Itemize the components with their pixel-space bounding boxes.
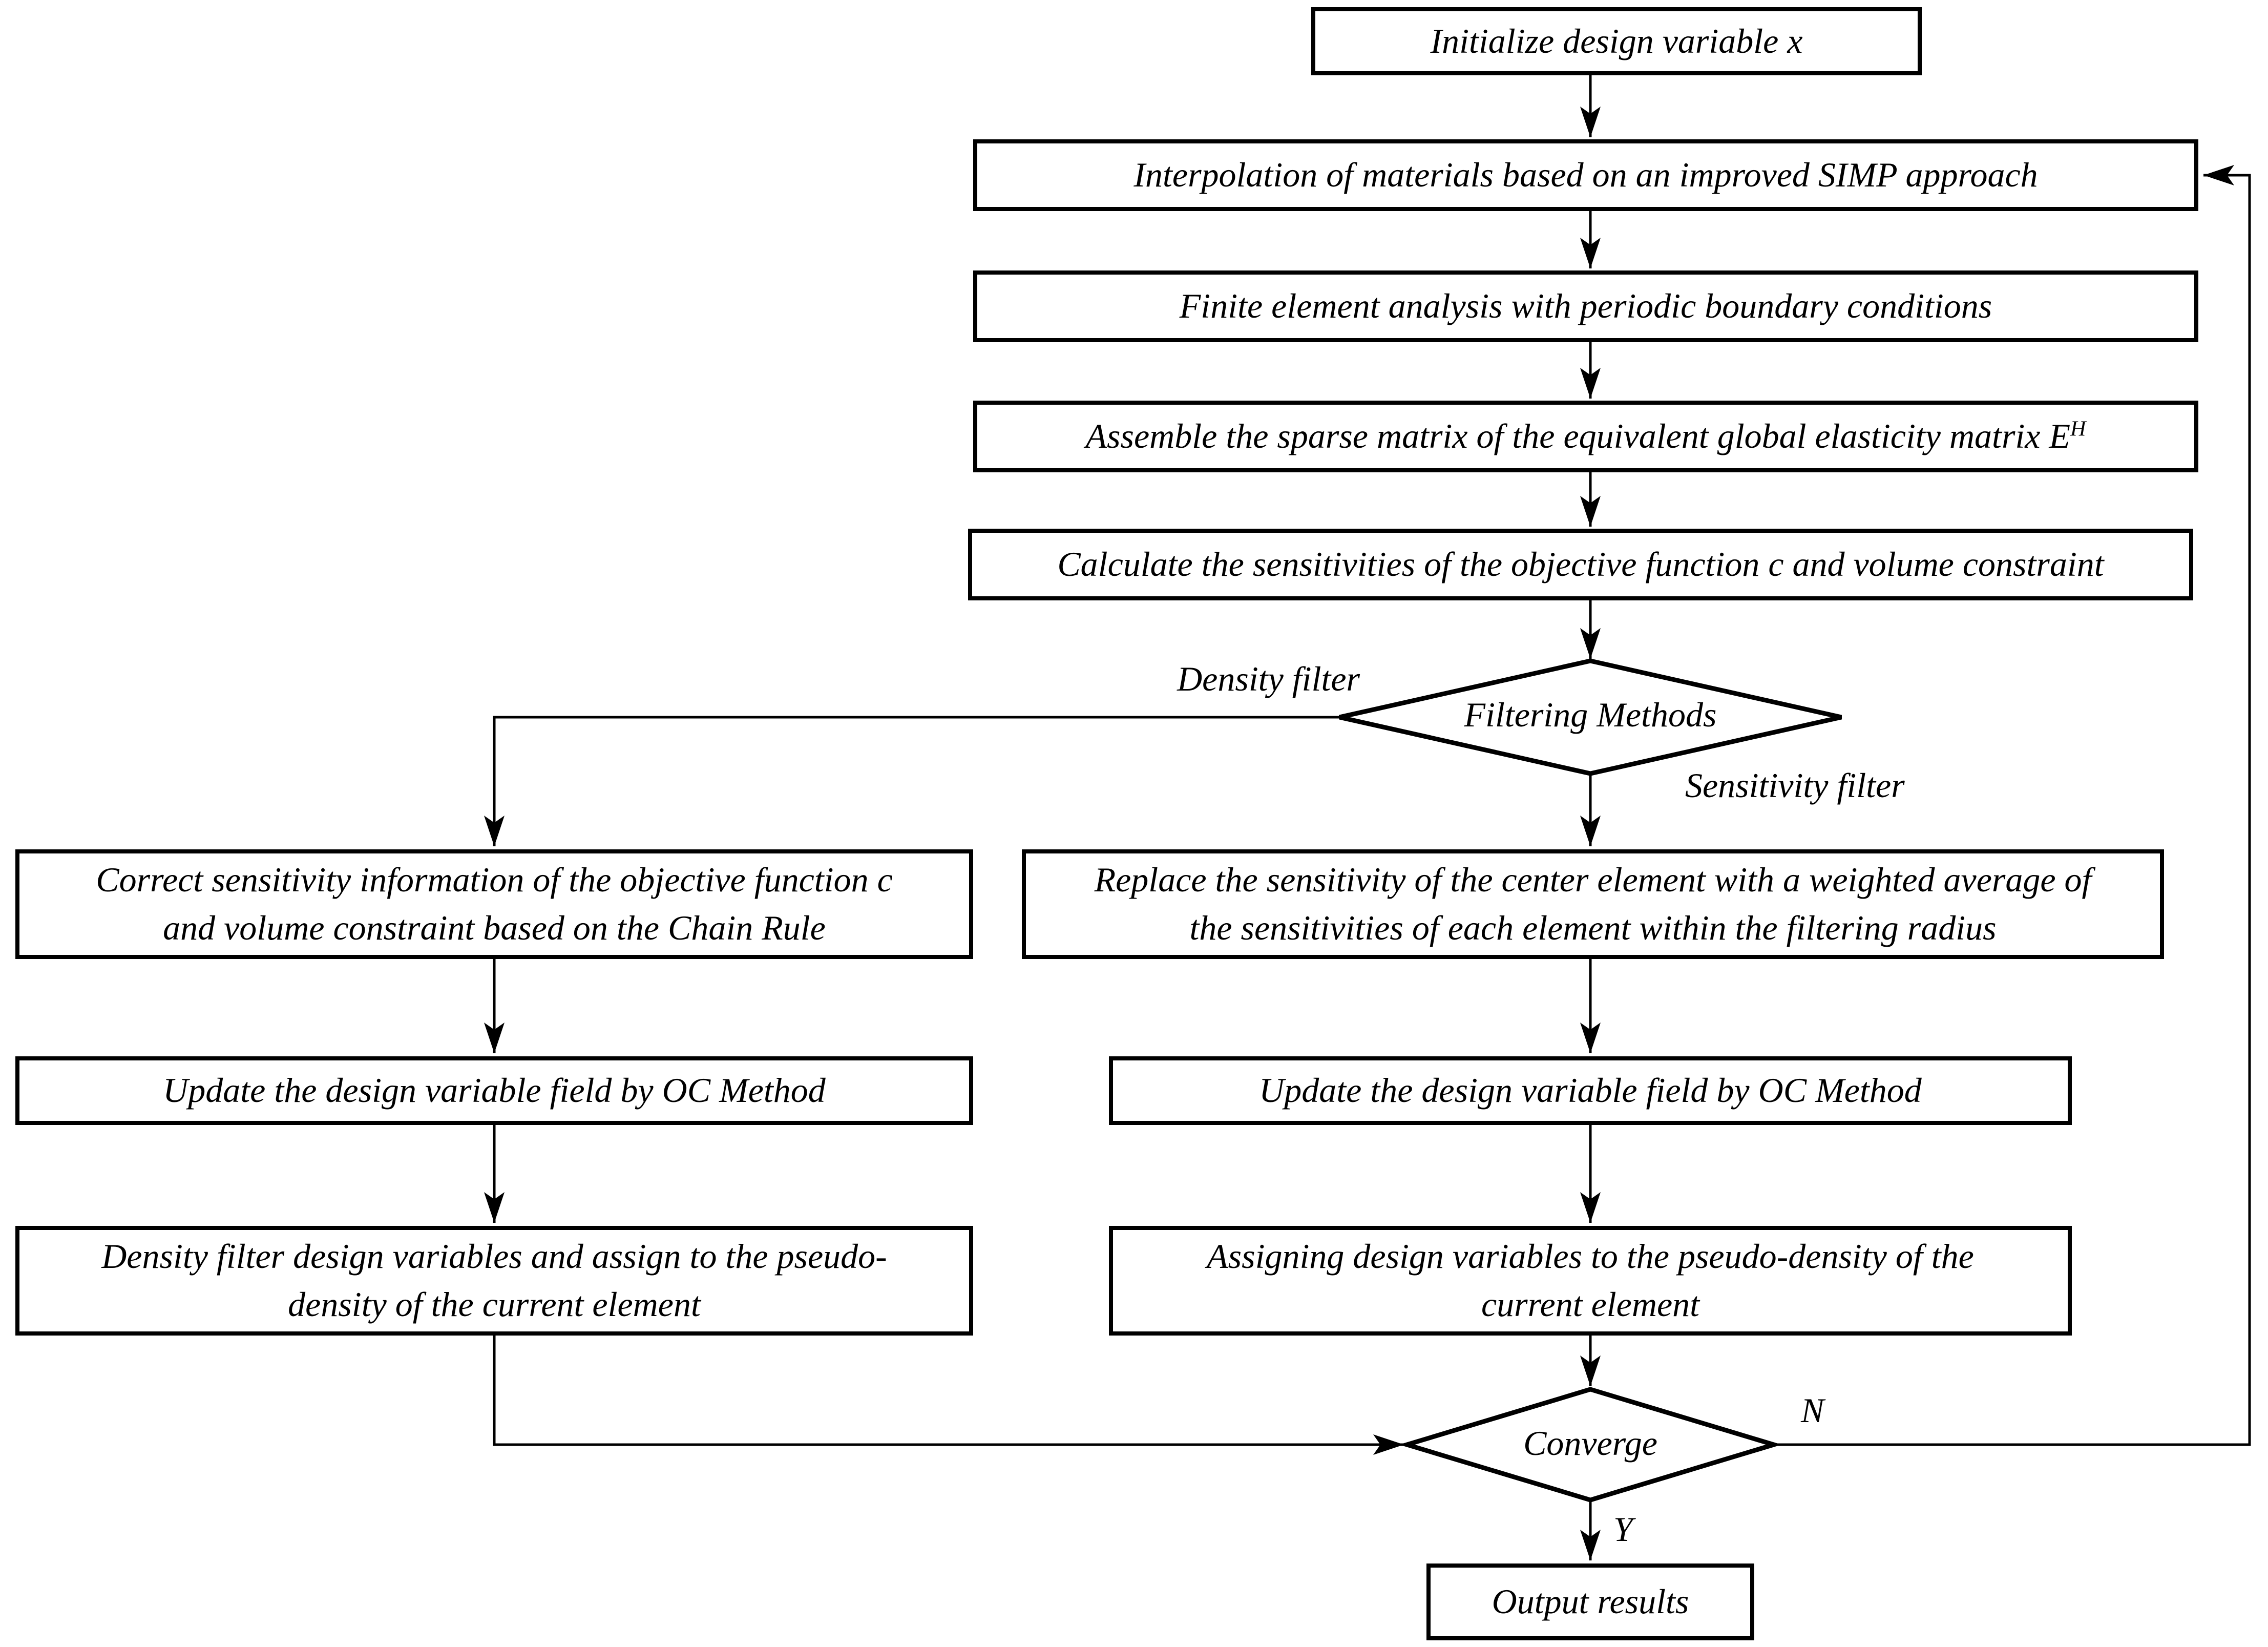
matrix-superscript: H xyxy=(2070,416,2086,441)
node-label-line1: Density filter design variables and assi… xyxy=(101,1237,887,1276)
density-filter-branch-label: Density filter xyxy=(1177,659,1360,698)
node-initialize-design-variable: Initialize design variable x xyxy=(1311,7,1922,75)
node-label-line2: and volume constraint based on the Chain… xyxy=(163,908,826,947)
converge-decision-label: Converge xyxy=(1523,1424,1657,1463)
node-correct-sensitivity-chain-rule: Correct sensitivity information of the o… xyxy=(15,849,973,959)
node-label: Assemble the sparse matrix of the equiva… xyxy=(1085,416,2071,456)
node-label: Update the design variable field by OC M… xyxy=(163,1071,826,1110)
converge-no-label: N xyxy=(1801,1391,1824,1430)
node-label-line2: current element xyxy=(1481,1285,1700,1324)
edge-filtering-to-correct xyxy=(484,716,1339,846)
node-label: Output results xyxy=(1492,1582,1689,1621)
node-label: Finite element analysis with periodic bo… xyxy=(1179,286,1992,326)
edge-density-assign-to-converge xyxy=(493,1336,1404,1455)
node-label: Calculate the sensitivities of the objec… xyxy=(1057,545,2104,584)
sensitivity-filter-branch-label: Sensitivity filter xyxy=(1685,766,1905,805)
node-assign-pseudo-density: Assigning design variables to the pseudo… xyxy=(1109,1226,2072,1336)
node-simp-interpolation: Interpolation of materials based on an i… xyxy=(973,139,2198,211)
node-label: Initialize design variable x xyxy=(1430,21,1803,60)
node-label-line2: the sensitivities of each element within… xyxy=(1189,908,1997,947)
node-update-oc-right: Update the design variable field by OC M… xyxy=(1109,1056,2072,1125)
node-label: Update the design variable field by OC M… xyxy=(1259,1071,1922,1110)
edge-converge-no-feedback xyxy=(1774,165,2251,1446)
converge-yes-label: Y xyxy=(1613,1510,1633,1549)
node-update-oc-left: Update the design variable field by OC M… xyxy=(15,1056,973,1125)
node-label: Interpolation of materials based on an i… xyxy=(1133,155,2038,195)
node-label-line1: Assigning design variables to the pseudo… xyxy=(1207,1237,1974,1276)
node-replace-sensitivity-weighted-average: Replace the sensitivity of the center el… xyxy=(1022,849,2164,959)
node-calculate-sensitivities: Calculate the sensitivities of the objec… xyxy=(968,529,2193,600)
node-output-results: Output results xyxy=(1426,1563,1754,1640)
node-label-line2: density of the current element xyxy=(288,1285,701,1324)
node-label-line1: Replace the sensitivity of the center el… xyxy=(1094,860,2092,900)
node-assemble-elasticity-matrix: Assemble the sparse matrix of the equiva… xyxy=(973,401,2198,472)
node-finite-element-analysis: Finite element analysis with periodic bo… xyxy=(973,270,2198,342)
node-density-filter-assign: Density filter design variables and assi… xyxy=(15,1226,973,1336)
node-label-line1: Correct sensitivity information of the o… xyxy=(96,860,893,900)
converge-decision-diamond xyxy=(1399,1387,1782,1503)
filtering-decision-label: Filtering Methods xyxy=(1464,695,1717,734)
filtering-decision-diamond xyxy=(1339,658,1842,776)
